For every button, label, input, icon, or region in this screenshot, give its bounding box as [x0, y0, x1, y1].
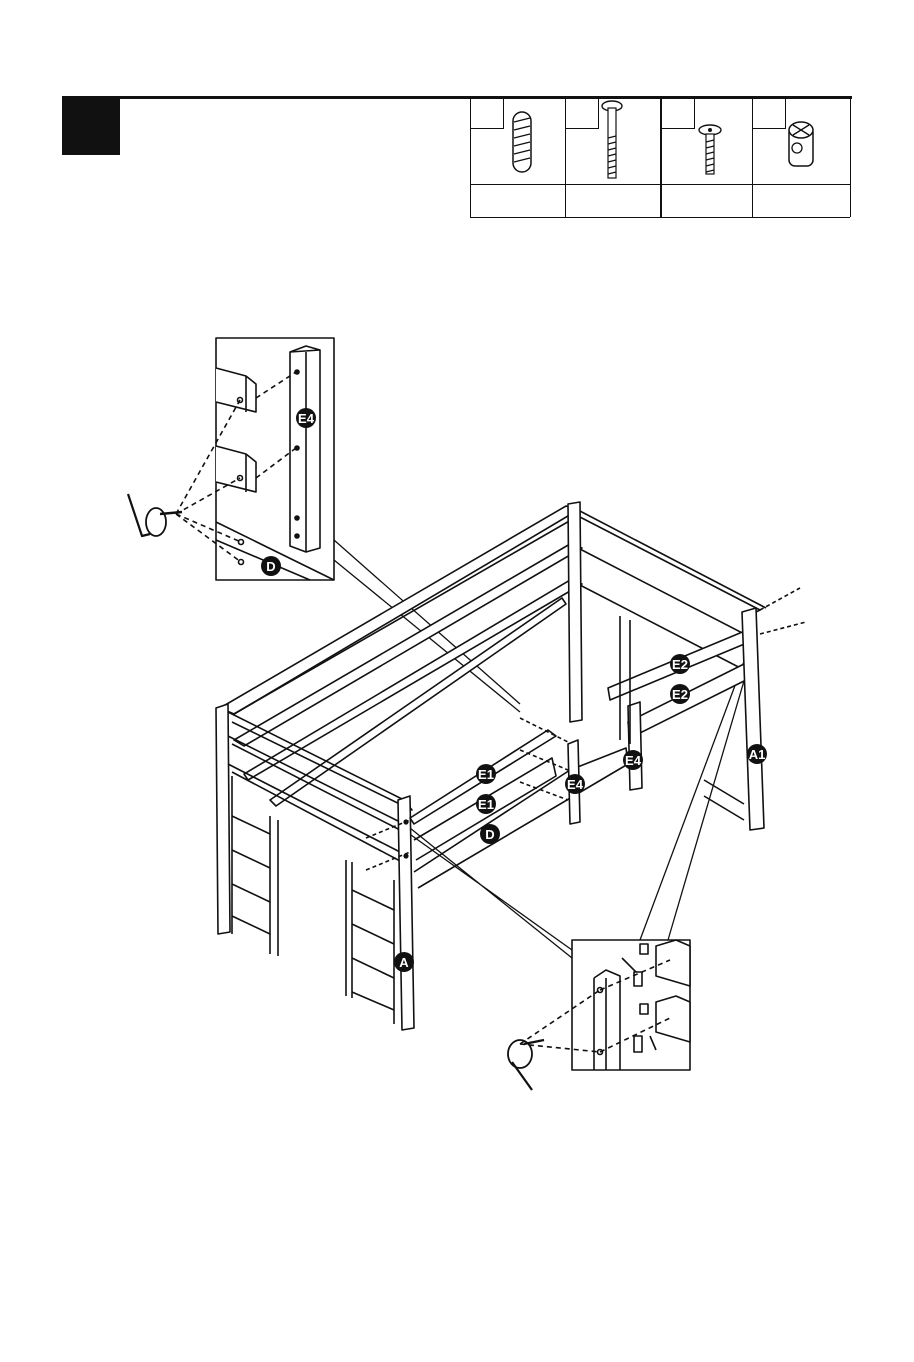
label-e4-inset: E4	[296, 408, 316, 428]
svg-text:A1: A1	[749, 747, 766, 762]
bed-frame	[216, 502, 806, 1030]
svg-text:E1: E1	[478, 767, 494, 782]
label-d-main: D	[480, 824, 500, 844]
svg-text:D: D	[266, 559, 275, 574]
svg-text:E4: E4	[298, 411, 315, 426]
detail-inset-bottom	[508, 940, 690, 1090]
label-e2-top: E2	[670, 654, 690, 674]
svg-text:A: A	[399, 955, 409, 970]
svg-text:E1: E1	[478, 797, 494, 812]
svg-text:E2: E2	[672, 687, 688, 702]
label-a: A	[394, 952, 414, 972]
svg-text:E4: E4	[625, 753, 642, 768]
label-e2-bottom: E2	[670, 684, 690, 704]
label-a1: A1	[747, 744, 767, 764]
label-e4-main-left: E4	[565, 774, 585, 794]
label-e1-bottom: E1	[476, 794, 496, 814]
svg-text:E2: E2	[672, 657, 688, 672]
svg-text:D: D	[485, 827, 494, 842]
label-e1-top: E1	[476, 764, 496, 784]
detail-inset-top	[128, 338, 334, 580]
label-d-inset: D	[261, 556, 281, 576]
label-e4-main-right: E4	[623, 750, 643, 770]
svg-text:E4: E4	[567, 777, 584, 792]
